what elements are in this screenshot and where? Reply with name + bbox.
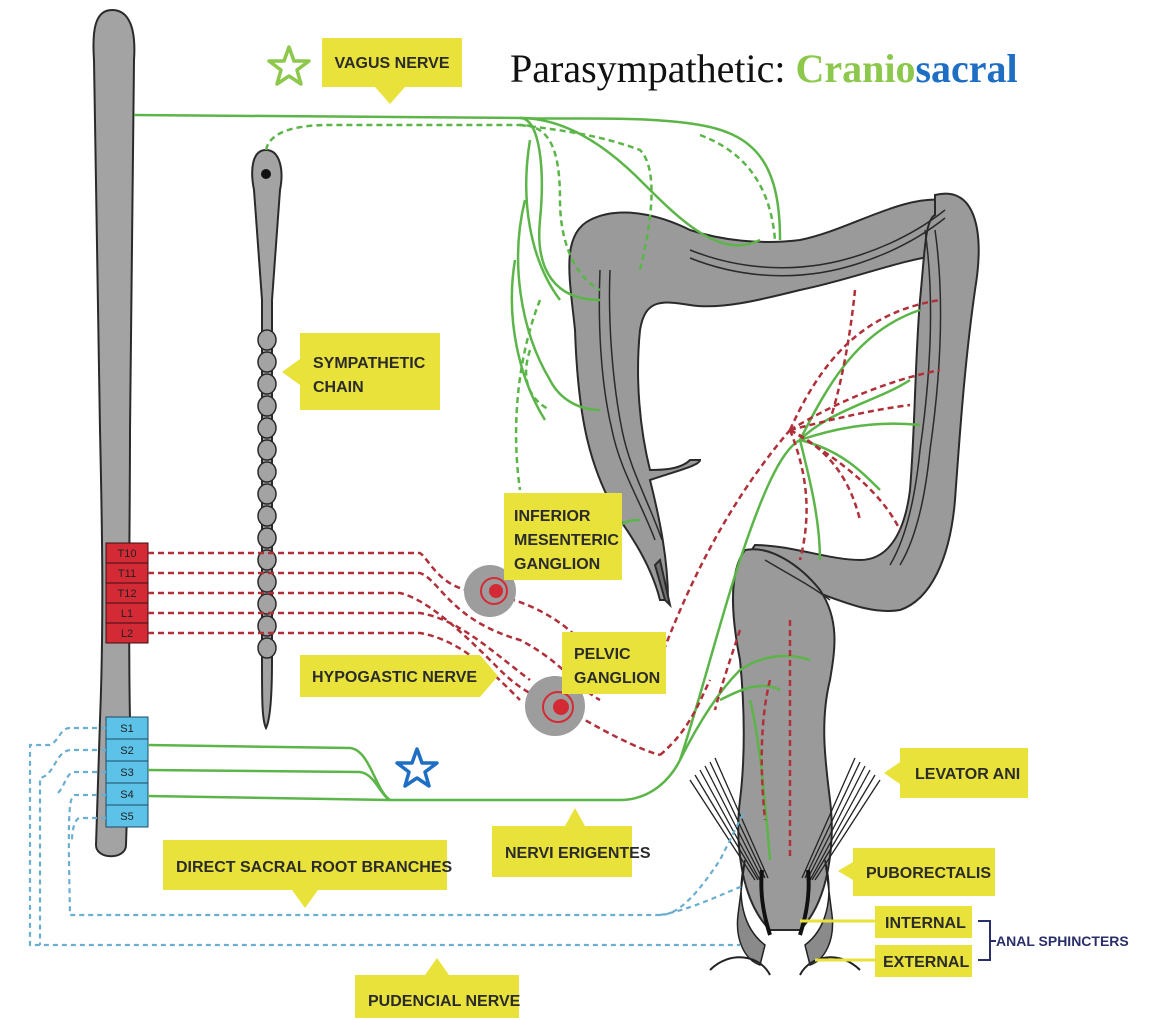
segment-t11: T11: [118, 568, 136, 580]
nervi-erigentes-label: NERVI ERIGENTES: [505, 845, 651, 862]
pelvic-ganglion-label-line1: PELVIC: [574, 646, 631, 663]
sympathetic-chain-label-box: SYMPATHETIC CHAIN: [282, 333, 440, 410]
direct-sacral-root-branches-label: DIRECT SACRAL ROOT BRANCHES: [176, 859, 452, 876]
sacral-segments: S1 S2 S3 S4 S5: [106, 717, 148, 827]
nervi-erigentes-label-box: NERVI ERIGENTES: [492, 808, 651, 877]
internal-label: INTERNAL: [885, 915, 966, 932]
hypogastic-nerve-label: HYPOGASTIC NERVE: [312, 669, 477, 686]
puborectalis-label-box: PUBORECTALIS: [838, 848, 995, 896]
segment-t12: T12: [118, 588, 137, 600]
segment-s4: S4: [120, 789, 133, 801]
pelvic-ganglion-label-box: PELVIC GANGLION: [562, 632, 666, 694]
parasympathetic-dashed: [266, 125, 775, 490]
inferior-mesenteric-ganglion-label-box: INFERIOR MESENTERIC GANGLION: [504, 493, 622, 580]
segment-s1: S1: [120, 723, 133, 735]
levator-ani-label: LEVATOR ANI: [915, 766, 1020, 783]
anal-sphincters-bracket: [978, 921, 996, 960]
sympathetic-chain: [252, 150, 281, 728]
title-cranio: Cranio: [795, 46, 915, 91]
sympathetic-chain-label-line2: CHAIN: [313, 379, 364, 396]
title-prefix: Parasympathetic:: [510, 46, 795, 91]
segment-s3: S3: [120, 767, 133, 779]
segment-t10: T10: [118, 548, 137, 560]
green-star-icon: [269, 47, 309, 84]
pudencial-nerve-label: PUDENCIAL NERVE: [368, 993, 521, 1010]
pudencial-nerve-label-box: PUDENCIAL NERVE: [355, 958, 521, 1018]
inferior-mesenteric-label-line1: INFERIOR: [514, 508, 591, 525]
external-label: EXTERNAL: [883, 954, 969, 971]
inferior-mesenteric-label-line2: MESENTERIC: [514, 532, 619, 549]
vagus-nerve-label-box: VAGUS NERVE: [322, 38, 462, 104]
anal-sphincters-label: ANAL SPHINCTERS: [996, 933, 1129, 949]
pelvic-ganglion-label-line2: GANGLION: [574, 670, 660, 687]
levator-ani-label-box: LEVATOR ANI: [884, 748, 1028, 798]
puborectalis-label: PUBORECTALIS: [866, 865, 991, 882]
blue-star-icon: [397, 749, 437, 786]
segment-s5: S5: [120, 811, 133, 823]
external-label-box: EXTERNAL: [815, 945, 972, 977]
diagram-title: Parasympathetic: Craniosacral: [510, 46, 1018, 91]
inferior-mesenteric-label-line3: GANGLION: [514, 556, 600, 573]
thoracolumbar-segments: T10 T11 T12 L1 L2: [106, 543, 148, 643]
direct-sacral-root-branches-label-box: DIRECT SACRAL ROOT BRANCHES: [163, 840, 452, 908]
hypogastic-nerve-label-box: HYPOGASTIC NERVE: [300, 655, 498, 697]
segment-s2: S2: [120, 745, 133, 757]
sympathetic-chain-label-line1: SYMPATHETIC: [313, 355, 426, 372]
vagus-nerve-label: VAGUS NERVE: [335, 55, 450, 72]
segment-l1: L1: [121, 608, 133, 620]
title-sacral: sacral: [915, 46, 1017, 91]
segment-l2: L2: [121, 628, 133, 640]
